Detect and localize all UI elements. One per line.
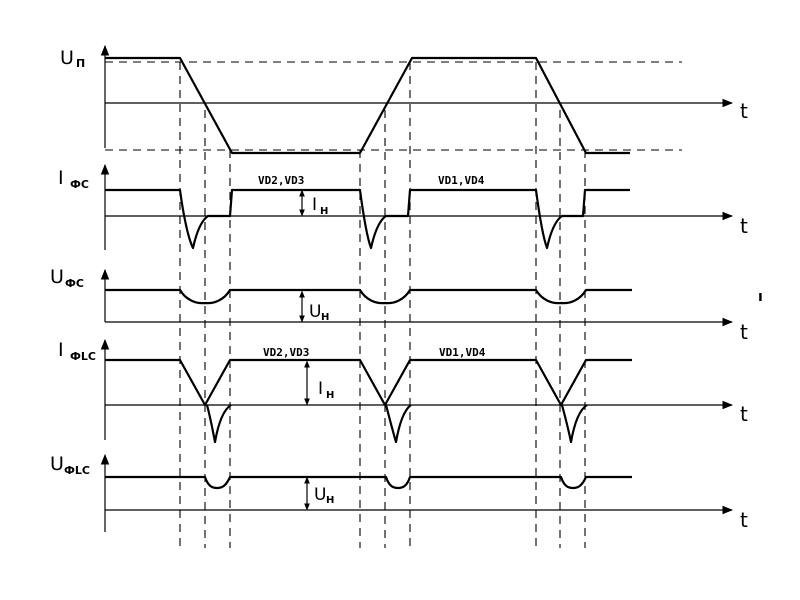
panel-iflc-label: I	[58, 339, 64, 361]
panel-uflc: U ФLC U Н t	[50, 453, 748, 532]
panel-uflc-label: U	[50, 453, 64, 475]
panel-iflc-dip-2	[384, 404, 412, 444]
panel-iflc-vd23-label: VD2,VD3	[263, 346, 309, 359]
panel-uflc-un-label: U	[314, 485, 326, 505]
panel-iflc-subscript: ФLC	[70, 350, 96, 363]
panel-ifc-in-label: I	[312, 195, 317, 215]
time-markers	[179, 62, 586, 548]
panel-up: U П t	[60, 44, 748, 155]
panel-uflc-un-subscript: Н	[326, 495, 334, 506]
panel-uflc-waveform	[105, 475, 632, 490]
panel-iflc-in-label: I	[318, 379, 323, 399]
panel-iflc-dip-1	[205, 404, 232, 444]
panel-up-time-label: t	[740, 99, 748, 123]
panel-up-label: U	[60, 47, 74, 69]
panel-ufc: U ФС U Н t ı	[50, 266, 763, 344]
stray-mark: ı	[758, 289, 763, 305]
panel-iflc-in-subscript: Н	[326, 390, 334, 401]
panel-ifc-in-subscript: Н	[320, 206, 328, 217]
panel-iflc-vd14-label: VD1,VD4	[439, 346, 486, 359]
panel-ifc-vd14-label: VD1,VD4	[438, 174, 485, 187]
panel-ifc-waveform	[105, 188, 630, 250]
panel-iflc: I ФLC VD2,VD3 VD1,VD4 I Н t	[58, 338, 748, 444]
panel-uflc-time-label: t	[740, 508, 748, 532]
panel-up-subscript: П	[76, 57, 85, 70]
panel-iflc-waveform	[105, 358, 632, 407]
panel-ufc-time-label: t	[740, 320, 748, 344]
panel-ufc-un-label: U	[309, 302, 321, 322]
panel-ifc-subscript: ФС	[70, 178, 89, 191]
panel-ufc-un-subscript: Н	[321, 312, 329, 323]
panel-iflc-time-label: t	[740, 402, 748, 426]
panel-ifc-vd23-label: VD2,VD3	[258, 174, 304, 187]
panel-uflc-subscript: ФLC	[64, 464, 90, 477]
panel-ifc: I ФС VD2,VD3 VD1,VD4 I Н t	[58, 163, 748, 250]
panel-ufc-waveform	[105, 288, 632, 305]
panel-ufc-subscript: ФС	[65, 277, 84, 290]
panel-up-waveform	[105, 56, 630, 155]
panel-ifc-time-label: t	[740, 214, 748, 238]
panel-ufc-label: U	[50, 266, 64, 288]
panel-ifc-label: I	[58, 167, 64, 189]
panel-iflc-dip-3	[560, 404, 588, 444]
